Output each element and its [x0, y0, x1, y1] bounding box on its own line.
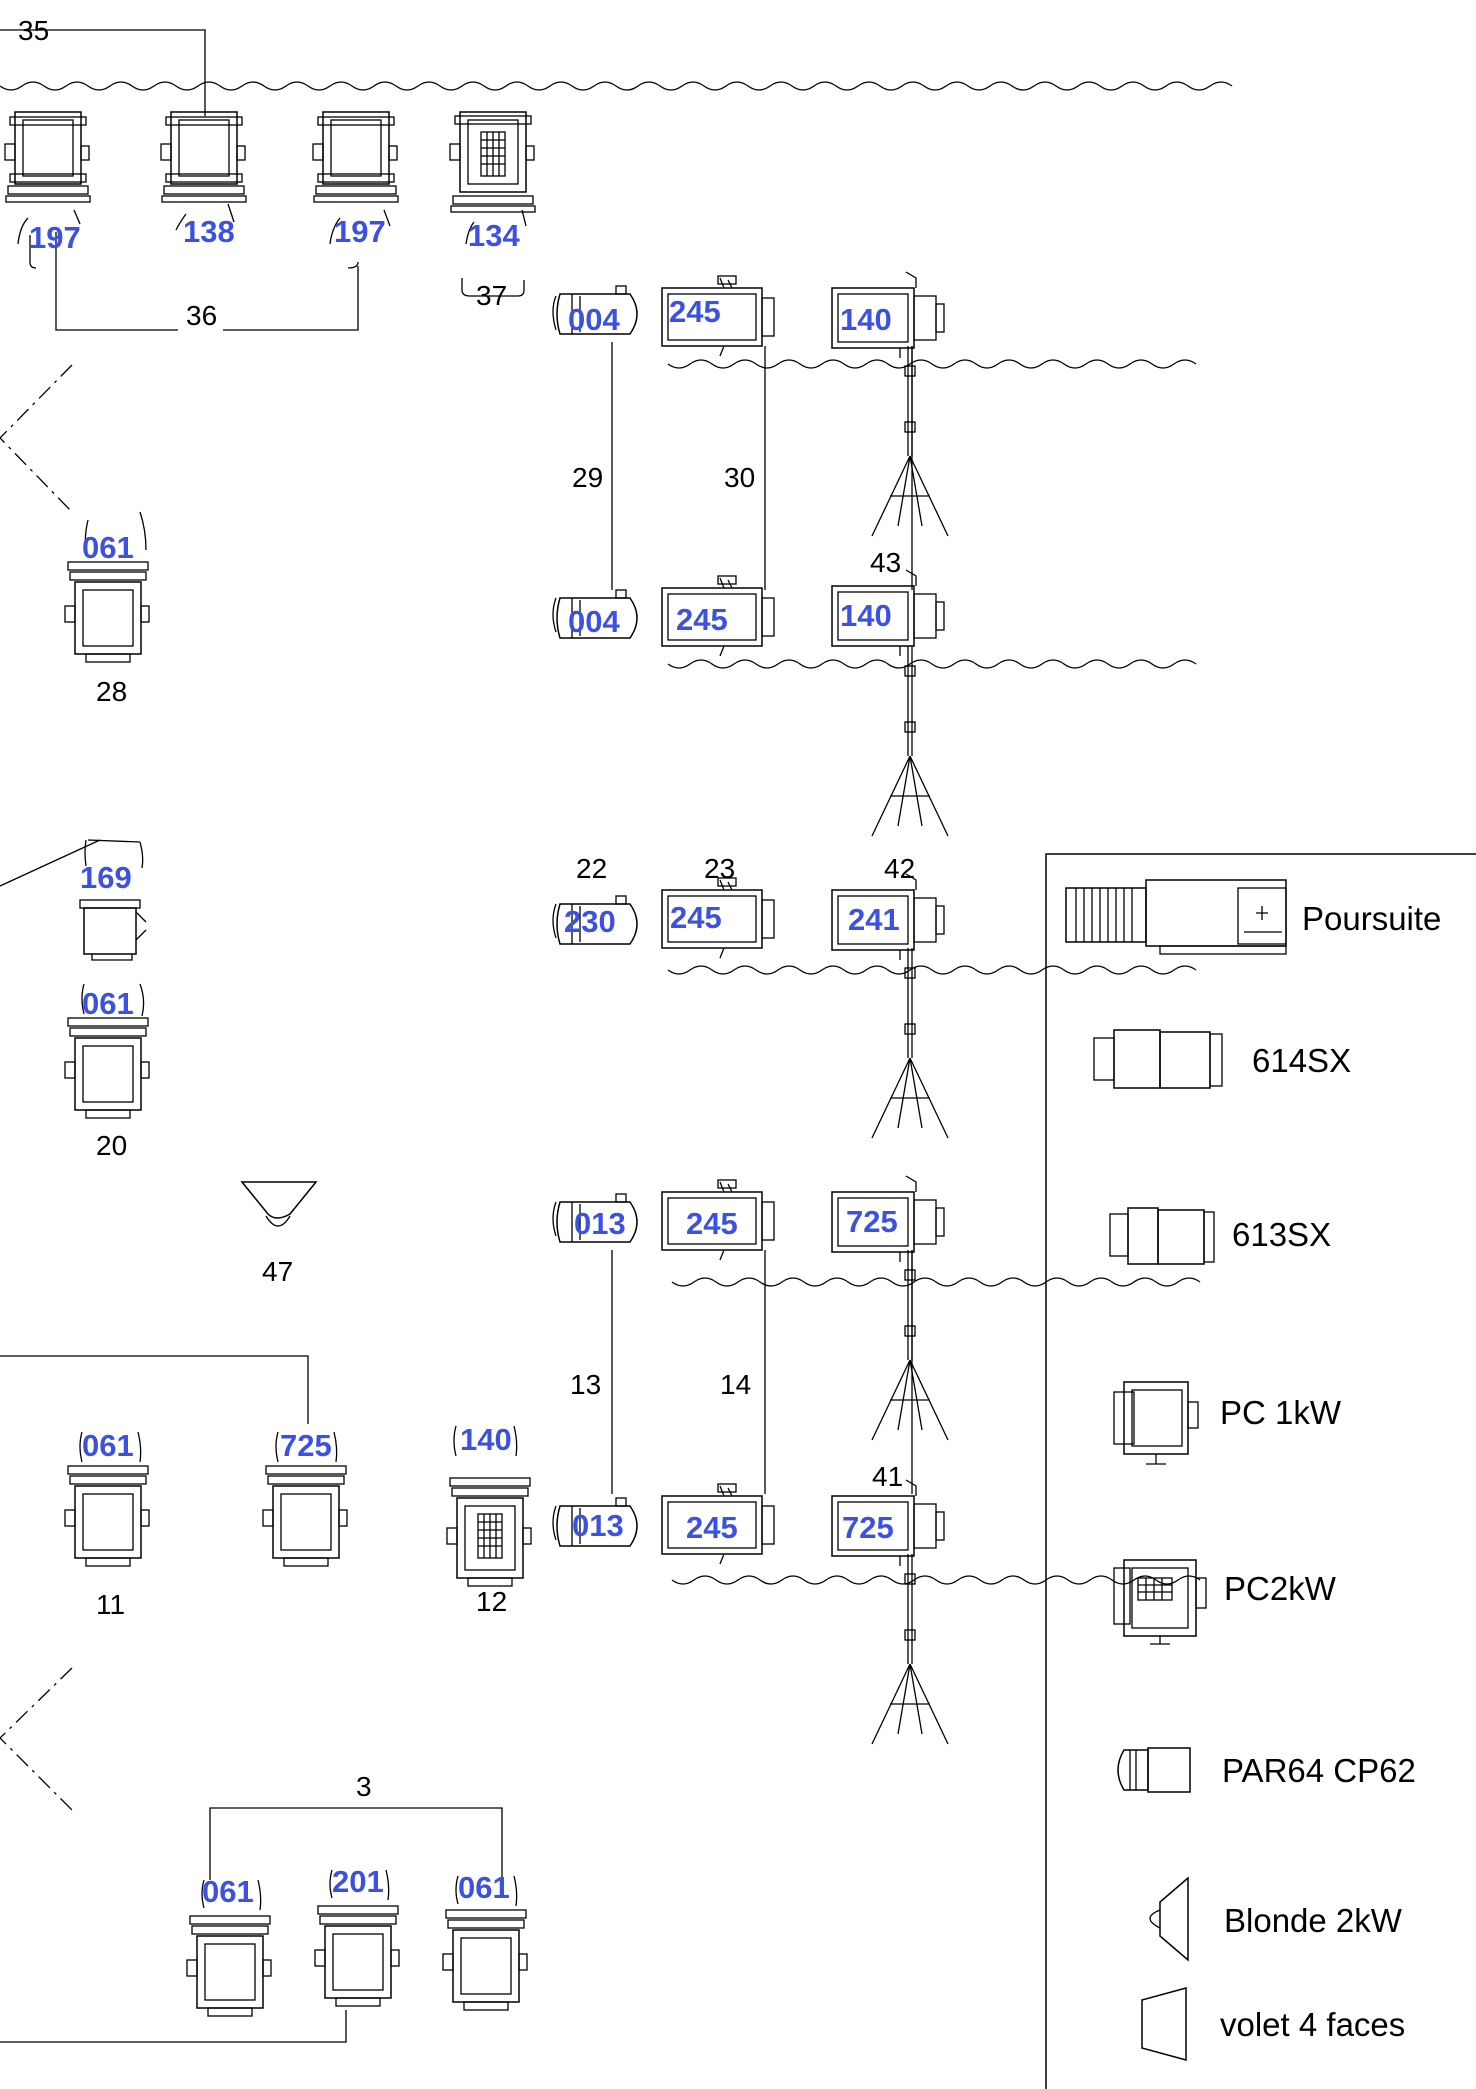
gel-label: 230	[564, 904, 616, 939]
gel-label: 201	[332, 1864, 384, 1899]
circuit-label-36: 36	[186, 300, 217, 331]
gel-label: 245	[676, 602, 728, 637]
gel-label: 245	[670, 900, 722, 935]
legend-613sx-label: 613SX	[1232, 1216, 1331, 1253]
circuit-label-35: 35	[18, 15, 49, 46]
gel-label: 134	[468, 218, 520, 253]
gel-label: 004	[568, 302, 620, 337]
gel-label: 140	[840, 302, 892, 337]
circuit-label-11: 11	[96, 1589, 125, 1620]
gel-label: 245	[686, 1206, 738, 1241]
legend-blonde-label: Blonde 2kW	[1224, 1902, 1403, 1939]
legend-poursuite-label: Poursuite	[1302, 900, 1441, 937]
circuit-label-3: 3	[356, 1771, 372, 1802]
circuit-label-43: 43	[870, 547, 901, 578]
gel-label: 061	[82, 1428, 134, 1463]
par64-icon	[1117, 1747, 1191, 1793]
gel-label: 004	[568, 604, 620, 639]
gel-label: 197	[334, 214, 386, 249]
gel-label: 245	[669, 294, 721, 329]
truss-wave-line	[667, 965, 1197, 975]
gel-label: 013	[572, 1508, 624, 1543]
gel-label: 197	[29, 220, 81, 255]
poursuite-icon	[1065, 879, 1287, 955]
pc2kw-icon	[1113, 1559, 1207, 1645]
truss-wave-line	[667, 359, 1197, 369]
circuit-label-14: 14	[720, 1369, 751, 1400]
legend-frame	[1045, 853, 1476, 2089]
gel-label: 061	[82, 530, 134, 565]
truss-wave-line	[671, 1575, 1201, 1585]
circuit-label-23: 23	[704, 853, 735, 884]
614sx-icon	[1093, 1029, 1223, 1089]
gel-label: 140	[460, 1422, 512, 1457]
volet-icon	[1141, 1987, 1187, 2061]
circuit-label-20: 20	[96, 1130, 127, 1161]
legend-volet-label: volet 4 faces	[1220, 2006, 1405, 2043]
legend-pc1kw-label: PC 1kW	[1220, 1394, 1342, 1431]
circuit-label-29: 29	[572, 462, 603, 493]
circuit-label-22: 22	[576, 853, 607, 884]
legend-par64-label: PAR64 CP62	[1222, 1752, 1416, 1789]
gel-label: 241	[848, 902, 900, 937]
truss-wave-line	[667, 659, 1197, 669]
gel-label: 725	[280, 1428, 332, 1463]
blonde-icon	[1149, 1876, 1189, 1962]
gel-label: 013	[574, 1206, 626, 1241]
circuit-label-42: 42	[884, 853, 915, 884]
gel-label: 725	[842, 1510, 894, 1545]
gel-label: 061	[202, 1874, 254, 1909]
613sx-icon	[1109, 1207, 1215, 1265]
circuit-label-37: 37	[476, 280, 507, 311]
gel-label: 725	[846, 1204, 898, 1239]
circuit-label-41: 41	[872, 1461, 903, 1492]
gel-label: 061	[82, 986, 134, 1021]
circuit-label-13: 13	[570, 1369, 601, 1400]
circuit-label-12: 12	[476, 1586, 507, 1617]
gel-label: 169	[80, 860, 132, 895]
circuit-label-47: 47	[262, 1256, 293, 1287]
gel-label: 245	[686, 1510, 738, 1545]
gel-label: 138	[183, 214, 235, 249]
circuit-label-30: 30	[724, 462, 755, 493]
legend-614sx-label: 614SX	[1252, 1042, 1351, 1079]
legend-pc2kw-label: PC2kW	[1224, 1570, 1337, 1607]
pc1kw-icon	[1113, 1381, 1199, 1465]
truss-wave-line	[0, 81, 1233, 91]
truss-wave-line	[671, 1277, 1201, 1287]
gel-label: 061	[458, 1870, 510, 1905]
blonde-fixture-47	[240, 1181, 318, 1227]
gel-label: 140	[840, 598, 892, 633]
circuit-label-28: 28	[96, 676, 127, 707]
